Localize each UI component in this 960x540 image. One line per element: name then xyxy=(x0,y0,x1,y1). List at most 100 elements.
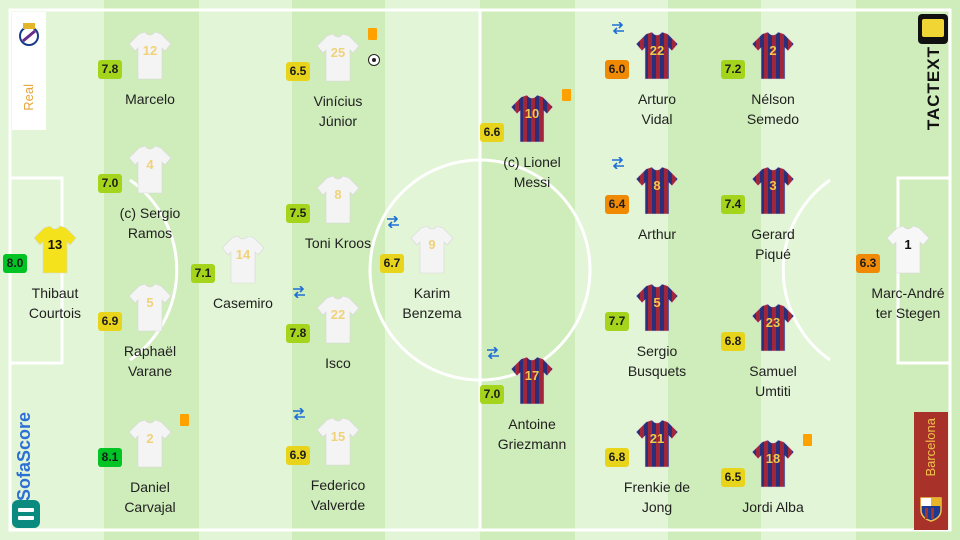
player-name: Samuel xyxy=(749,363,797,379)
home-team-name: Real xyxy=(21,84,36,111)
shirt-icon xyxy=(636,32,678,80)
substitution-icon xyxy=(612,157,624,169)
player-name: Sergio xyxy=(636,343,678,359)
real-madrid-crest-icon xyxy=(19,23,39,46)
player-name: Marc-André xyxy=(871,285,945,301)
rating-badge: 6.5 xyxy=(286,62,310,81)
shirt-icon xyxy=(636,167,678,215)
shirt-number: 22 xyxy=(330,307,346,322)
rating-badge: 6.8 xyxy=(721,332,745,351)
substitution-icon xyxy=(293,286,305,298)
shirt-number: 23 xyxy=(765,315,781,330)
shirt-number: 8 xyxy=(334,187,342,202)
sofascore-logo-icon xyxy=(12,500,40,528)
substitution-icon xyxy=(487,347,499,359)
tactext-wordmark: TACTEXT xyxy=(924,46,943,131)
shirt-number: 25 xyxy=(330,45,346,60)
rating-badge: 6.5 xyxy=(721,468,745,487)
shirt-number: 21 xyxy=(649,431,665,446)
rating-badge: 6.9 xyxy=(98,312,122,331)
shirt-number: 2 xyxy=(146,431,154,446)
player-name: Antoine xyxy=(508,416,556,432)
shirt-number: 5 xyxy=(146,295,154,310)
shirt-icon xyxy=(317,296,359,344)
rating-badge: 6.0 xyxy=(605,60,629,79)
player-name: Arthur xyxy=(637,226,677,242)
shirt-number: 3 xyxy=(769,178,777,193)
rating-badge: 8.1 xyxy=(98,448,122,467)
player-name-line2: Jong xyxy=(641,499,673,515)
rating-badge: 6.9 xyxy=(286,446,310,465)
yellow-card-icon xyxy=(368,28,377,40)
player-name: (c) Sergio xyxy=(119,205,181,221)
player-name: Isco xyxy=(325,355,351,371)
shirt-icon xyxy=(752,440,794,488)
player-name: Jordi Alba xyxy=(742,499,804,515)
shirt-icon xyxy=(129,284,171,332)
yellow-card-icon xyxy=(562,89,571,101)
shirt-number: 15 xyxy=(330,429,346,444)
rating-badge: 7.7 xyxy=(605,312,629,331)
player-name-line2: ter Stegen xyxy=(875,305,941,321)
player-name: Vinícius xyxy=(313,93,363,109)
player-name: Thibaut xyxy=(31,285,79,301)
shirt-icon xyxy=(636,284,678,332)
shirt-icon xyxy=(752,304,794,352)
shirt-icon xyxy=(34,226,76,274)
rating-badge: 7.5 xyxy=(286,204,310,223)
player-name: Raphaël xyxy=(123,343,177,359)
shirt-number: 18 xyxy=(765,451,781,466)
player-name-line2: Griezmann xyxy=(497,436,567,452)
shirt-number: 12 xyxy=(142,43,158,58)
shirt-icon xyxy=(129,146,171,194)
shirt-number: 2 xyxy=(769,43,777,58)
shirt-number: 1 xyxy=(904,237,912,252)
rating-badge: 6.7 xyxy=(380,254,404,273)
rating-badge: 7.0 xyxy=(480,385,504,404)
away-team-panel: Barcelona xyxy=(914,412,948,530)
player-name: Toni Kroos xyxy=(304,235,372,251)
shirt-number: 8 xyxy=(653,178,661,193)
shirt-icon xyxy=(317,34,359,82)
shirt-icon xyxy=(511,357,553,405)
player-name: Nélson xyxy=(751,91,795,107)
pitch-stripe xyxy=(668,0,761,540)
player-name: Casemiro xyxy=(213,295,273,311)
player-name-line2: Benzema xyxy=(402,305,462,321)
player-name-line2: Semedo xyxy=(746,111,800,127)
player-name: Gerard xyxy=(751,226,795,242)
rating-badge: 7.0 xyxy=(98,174,122,193)
rating-badge: 7.8 xyxy=(286,324,310,343)
yellow-card-icon xyxy=(803,434,812,446)
